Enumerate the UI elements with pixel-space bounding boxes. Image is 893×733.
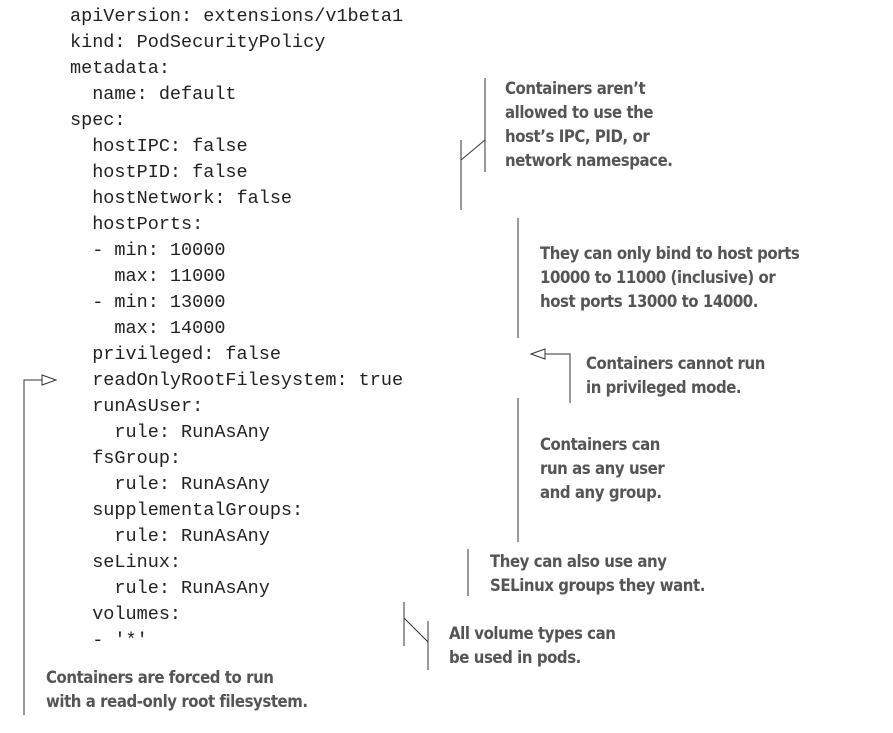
- code-line-read-only-root-fs: readOnlyRootFilesystem: true: [70, 370, 404, 391]
- annotation-privileged-line-2: in privileged mode.: [586, 378, 742, 398]
- annotation-user-group-line-2: run as any user: [540, 459, 665, 479]
- code-line-host-ports: hostPorts:: [70, 214, 204, 235]
- annotation-user-group: Containers can run as any user and any g…: [540, 433, 665, 505]
- code-line-supplemental-groups: supplementalGroups:: [70, 500, 304, 521]
- privileged-arrow-line: [545, 353, 571, 403]
- readonly-arrowhead: [41, 374, 58, 386]
- code-line-run-as-user-rule: rule: RunAsAny: [70, 422, 270, 443]
- annotation-volumes-line-1: All volume types can: [449, 624, 616, 644]
- annotation-ports-line-2: 10000 to 11000 (inclusive) or: [540, 268, 776, 288]
- annotation-selinux-line-1: They can also use any: [490, 552, 667, 572]
- volumes-pointer-line: [403, 617, 429, 643]
- annotation-namespaces: Containers aren’t allowed to use the hos…: [505, 77, 673, 173]
- code-line-spec: spec:: [70, 110, 126, 131]
- code-line-volumes-all: - '*': [70, 630, 148, 651]
- annotation-readonly-line-1: Containers are forced to run: [46, 668, 274, 688]
- code-line-min-2: - min: 13000: [70, 292, 226, 313]
- code-line-selinux-rule: rule: RunAsAny: [70, 578, 270, 599]
- annotation-volumes: All volume types can be used in pods.: [449, 622, 616, 670]
- code-line-selinux: seLinux:: [70, 552, 182, 573]
- code-line-metadata: metadata:: [70, 58, 170, 79]
- annotation-volumes-line-2: be used in pods.: [449, 648, 581, 668]
- privileged-arrowhead: [529, 348, 546, 360]
- code-line-fs-group-rule: rule: RunAsAny: [70, 474, 270, 495]
- code-line-run-as-user: runAsUser:: [70, 396, 204, 417]
- annotation-selinux-line-2: SELinux groups they want.: [490, 576, 705, 596]
- annotation-ports-line-1: They can only bind to host ports: [540, 244, 800, 264]
- annotation-ports: They can only bind to host ports 10000 t…: [540, 242, 800, 314]
- code-line-name: name: default: [70, 84, 237, 105]
- code-line-privileged: privileged: false: [70, 344, 281, 365]
- code-line-max-1: max: 11000: [70, 266, 226, 287]
- code-line-fs-group: fsGroup:: [70, 448, 182, 469]
- annotation-user-group-line-3: and any group.: [540, 483, 662, 503]
- code-line-min-1: - min: 10000: [70, 240, 226, 261]
- code-line-host-ipc: hostIPC: false: [70, 136, 248, 157]
- annotation-namespaces-line-2: allowed to use the: [505, 103, 654, 123]
- annotation-namespaces-line-4: network namespace.: [505, 151, 673, 171]
- annotation-readonly: Containers are forced to run with a read…: [46, 666, 308, 714]
- namespaces-pointer-line: [460, 139, 486, 161]
- code-line-host-network: hostNetwork: false: [70, 188, 293, 209]
- code-line-kind: kind: PodSecurityPolicy: [70, 32, 326, 53]
- code-line-host-pid: hostPID: false: [70, 162, 248, 183]
- code-line-max-2: max: 14000: [70, 318, 226, 339]
- annotation-namespaces-line-1: Containers aren’t: [505, 79, 646, 99]
- annotation-selinux: They can also use any SELinux groups the…: [490, 550, 705, 598]
- annotation-privileged-line-1: Containers cannot run: [586, 354, 765, 374]
- annotation-namespaces-line-3: host’s IPC, PID, or: [505, 127, 650, 147]
- annotation-user-group-line-1: Containers can: [540, 435, 661, 455]
- annotation-ports-line-3: host ports 13000 to 14000.: [540, 292, 759, 312]
- code-line-supplemental-groups-rule: rule: RunAsAny: [70, 526, 270, 547]
- annotation-readonly-line-2: with a read-only root filesystem.: [46, 692, 308, 712]
- readonly-arrow-line: [23, 379, 42, 715]
- code-line-api-version: apiVersion: extensions/v1beta1: [70, 6, 404, 27]
- code-line-volumes: volumes:: [70, 604, 182, 625]
- annotation-privileged: Containers cannot run in privileged mode…: [586, 352, 765, 400]
